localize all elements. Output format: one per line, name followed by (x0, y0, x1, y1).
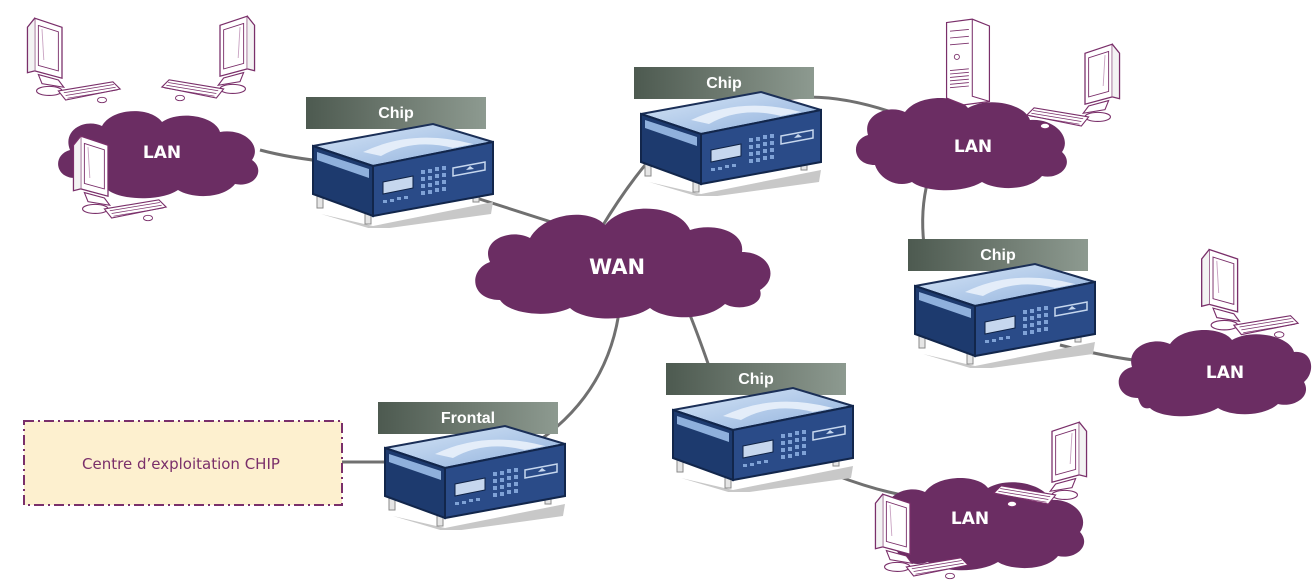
frontal-label: Frontal (441, 410, 495, 427)
device-chip-1: Chip (306, 97, 494, 228)
device-chip-4: Chip (666, 363, 854, 492)
chip-2-label-band (634, 67, 814, 99)
chip-4-label-band (666, 363, 846, 395)
network-appliance-icon (914, 263, 1096, 368)
computer-icon (993, 421, 1088, 508)
computer-icon (26, 17, 121, 104)
wan-cloud-shape (475, 208, 771, 319)
lan-cloud-3-shape (1118, 329, 1312, 417)
operations-centre-label: Centre d’exploitation CHIP (82, 455, 280, 473)
chip-4-label: Chip (738, 371, 774, 388)
chip-2-label: Chip (706, 75, 742, 92)
wan-cloud: WAN (475, 208, 771, 319)
frontal-label-band (378, 402, 558, 434)
computer-icon (1026, 43, 1121, 130)
lan-3-computers (1201, 248, 1299, 339)
network-appliance-icon (640, 91, 822, 196)
operations-centre: Centre d’exploitation CHIP (23, 420, 343, 506)
computer-icon (161, 15, 256, 102)
lan-4-label: LAN (951, 509, 989, 529)
chip-3-label: Chip (980, 247, 1016, 264)
lan-cloud-3: LAN (1118, 329, 1312, 417)
lan-3-label: LAN (1206, 363, 1244, 383)
device-chip-2: Chip (634, 67, 822, 196)
lan-cloud-2: LAN (855, 97, 1067, 191)
chip-1-label: Chip (378, 105, 414, 122)
network-appliance-icon (672, 387, 854, 492)
wan-label: WAN (589, 255, 645, 279)
chip-3-label-band (908, 239, 1088, 271)
device-frontal: Frontal (378, 402, 566, 530)
lan-cloud-2-shape (855, 97, 1067, 191)
lan-2-label: LAN (954, 137, 992, 157)
chip-1-label-band (306, 97, 486, 129)
tower-computer-icon (945, 18, 991, 106)
computer-icon (1201, 248, 1299, 339)
network-appliance-icon (384, 425, 566, 530)
link-lan2-chip3 (921, 179, 930, 246)
lan-1-label: LAN (143, 143, 181, 163)
network-appliance-icon (312, 123, 494, 228)
operations-centre-box (23, 420, 343, 506)
device-chip-3: Chip (908, 239, 1096, 368)
